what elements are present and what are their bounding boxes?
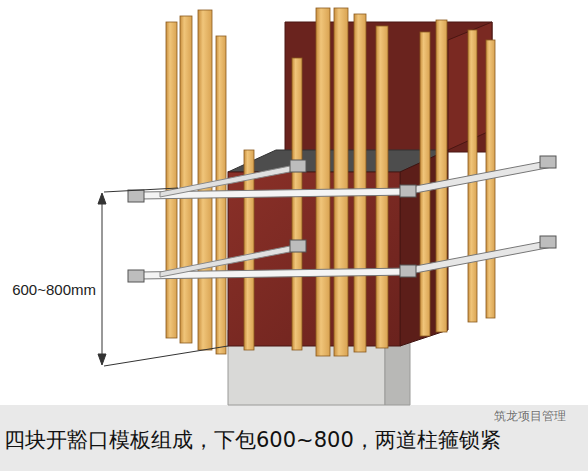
wood-batten bbox=[166, 22, 177, 338]
dimension-label: 600~800mm bbox=[10, 280, 98, 299]
caption-text: 四块开豁口模板组成，下包600~800，两道柱箍锁紧 bbox=[4, 426, 501, 454]
wood-batten bbox=[316, 8, 330, 356]
column-clamps bbox=[128, 156, 556, 282]
wood-batten bbox=[376, 26, 388, 348]
wood-batten bbox=[334, 8, 348, 356]
dimension-600-800 bbox=[98, 188, 228, 366]
wood-batten bbox=[292, 58, 302, 350]
wood-batten bbox=[180, 16, 192, 343]
wood-batten bbox=[354, 14, 366, 352]
wood-batten bbox=[198, 10, 212, 350]
column-clamp bbox=[128, 236, 556, 282]
caption-band bbox=[0, 405, 588, 471]
column-clamp bbox=[128, 156, 556, 202]
wood-batten bbox=[436, 20, 447, 332]
watermark: 筑龙项目管理 bbox=[492, 407, 568, 426]
